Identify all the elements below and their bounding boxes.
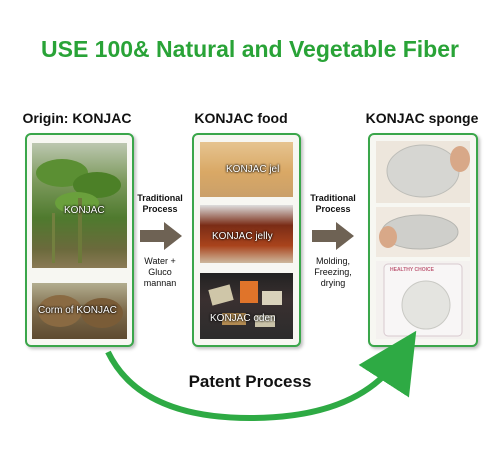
jel-caption: KONJAC jel bbox=[226, 164, 280, 175]
food-label: KONJAC food bbox=[194, 110, 288, 126]
oden-caption: KONJAC oden bbox=[210, 313, 276, 324]
process-1-note-line-3: mannan bbox=[143, 278, 177, 288]
patent-process-label: Patent Process bbox=[188, 372, 312, 391]
process-1-note-line-2: Gluco bbox=[148, 267, 172, 277]
process-2-title-line-2: Process bbox=[315, 204, 351, 214]
process-2-title: Traditional Process bbox=[302, 193, 364, 215]
jelly-caption: KONJAC jelly bbox=[212, 231, 273, 242]
process-1-note-line-1: Water + bbox=[144, 256, 176, 266]
food-panel: KONJAC jel KONJAC jelly KONJAC oden bbox=[192, 133, 301, 347]
konjac-jelly-photo: KONJAC jelly bbox=[200, 205, 293, 263]
origin-label: Origin: KONJAC bbox=[22, 110, 132, 126]
process-1-title: Traditional Process bbox=[131, 193, 189, 215]
sponge-hand-photo bbox=[376, 141, 470, 203]
corm-caption: Corm of KONJAC bbox=[38, 305, 117, 316]
process-1-title-line-1: Traditional bbox=[137, 193, 183, 203]
process-1-title-line-2: Process bbox=[142, 204, 178, 214]
arrow-right-icon bbox=[140, 222, 182, 250]
page-title: USE 100& Natural and Vegetable Fiber bbox=[41, 36, 459, 62]
konjac-corm-photo: Corm of KONJAC bbox=[32, 283, 127, 339]
sponge-package-photo: HEALTHY CHOICE bbox=[376, 261, 470, 339]
arrow-right-icon bbox=[312, 222, 354, 250]
process-2-title-line-1: Traditional bbox=[310, 193, 356, 203]
process-2-note-line-3: drying bbox=[320, 278, 346, 288]
process-2-note-line-2: Freezing, bbox=[314, 267, 352, 277]
process-2-note-line-1: Molding, bbox=[315, 256, 351, 266]
process-2-note: Molding, Freezing, drying bbox=[302, 256, 364, 289]
process-1-note: Water + Gluco mannan bbox=[131, 256, 189, 289]
origin-panel: KONJAC Corm of KONJAC bbox=[25, 133, 134, 347]
sponge-label: KONJAC sponge bbox=[365, 110, 479, 126]
konjac-caption: KONJAC bbox=[64, 205, 105, 216]
sponge-panel: HEALTHY CHOICE bbox=[368, 133, 478, 347]
konjac-plant-photo: KONJAC bbox=[32, 143, 127, 268]
package-text: HEALTHY CHOICE bbox=[390, 267, 434, 273]
konjac-jel-photo: KONJAC jel bbox=[200, 142, 293, 197]
konjac-oden-photo: KONJAC oden bbox=[200, 273, 293, 339]
sponge-side-photo bbox=[376, 207, 470, 257]
